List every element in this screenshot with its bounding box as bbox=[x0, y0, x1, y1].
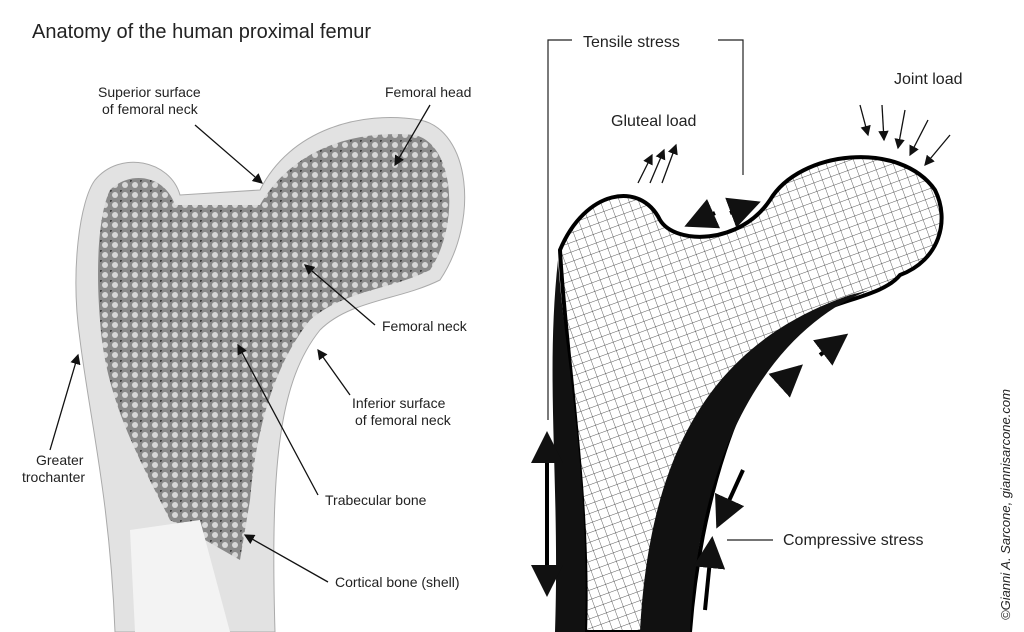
left-title: Anatomy of the human proximal femur bbox=[32, 21, 371, 43]
label-cortical-bone: Cortical bone (shell) bbox=[335, 574, 460, 590]
stress-diagram-femur bbox=[552, 155, 944, 632]
right-labels: Tensile stress Gluteal load Joint load C… bbox=[531, 34, 963, 611]
label-greater-trochanter: Greater bbox=[36, 452, 84, 468]
left-labels: Superior surface of femoral neck Femoral… bbox=[22, 84, 471, 590]
photographic-femur bbox=[75, 117, 466, 632]
label-superior-surface-2: of femoral neck bbox=[102, 101, 199, 117]
label-superior-surface: Superior surface bbox=[98, 84, 201, 100]
label-joint-load: Joint load bbox=[894, 71, 963, 88]
label-greater-trochanter-2: trochanter bbox=[22, 469, 85, 485]
copyright-text: ©Gianni A. Sarcone, giannisarcone.com bbox=[998, 389, 1013, 620]
label-inferior-surface-2: of femoral neck bbox=[355, 412, 452, 428]
label-tensile-stress: Tensile stress bbox=[583, 34, 680, 51]
label-femoral-neck: Femoral neck bbox=[382, 318, 468, 334]
label-femoral-head: Femoral head bbox=[385, 84, 471, 100]
label-inferior-surface: Inferior surface bbox=[352, 395, 446, 411]
label-compressive-stress: Compressive stress bbox=[783, 532, 923, 549]
label-trabecular-bone: Trabecular bone bbox=[325, 492, 427, 508]
label-gluteal-load: Gluteal load bbox=[611, 113, 696, 130]
